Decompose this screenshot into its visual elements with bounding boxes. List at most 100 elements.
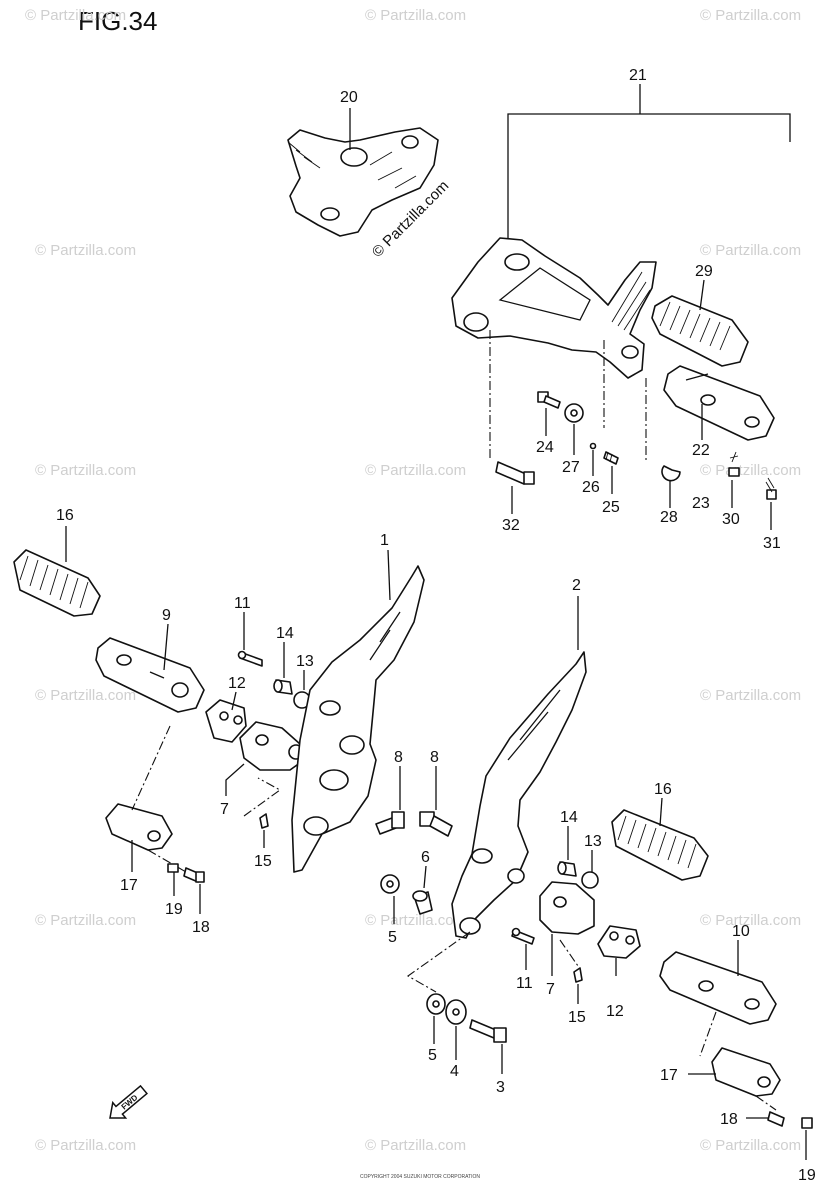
callout-9: 9 (162, 607, 171, 624)
part-4-washer (445, 999, 467, 1025)
callout-5: 5 (388, 929, 397, 946)
watermark: © Partzilla.com (35, 242, 136, 259)
watermark: © Partzilla.com (365, 1137, 466, 1154)
callout-12: 12 (606, 1003, 624, 1020)
part-15-cotter (573, 967, 583, 983)
callout-5: 5 (428, 1047, 437, 1064)
fwd-arrow-icon: FWD (109, 1084, 148, 1119)
part-8-bolt-a (375, 811, 405, 835)
watermark-layer: © Partzilla.com © Partzilla.com © Partzi… (25, 7, 801, 1154)
watermark: © Partzilla.com (700, 7, 801, 24)
callout-32: 32 (502, 517, 520, 534)
callout-27: 27 (562, 459, 580, 476)
part-7-pivot (239, 721, 305, 771)
part-6-collar (412, 890, 433, 915)
callout-18: 18 (192, 919, 210, 936)
part-13-nut (581, 871, 599, 889)
leader-29 (699, 279, 705, 311)
watermark: © Partzilla.com (700, 242, 801, 259)
callout-4: 4 (450, 1063, 459, 1080)
watermark: © Partzilla.com (700, 1137, 801, 1154)
watermark: © Partzilla.com (35, 462, 136, 479)
leader-1 (387, 549, 391, 601)
part-18-bolt (183, 867, 205, 883)
part-22-footpeg (663, 365, 775, 441)
callout-18: 18 (720, 1111, 738, 1128)
callout-26: 26 (582, 479, 600, 496)
callout-12: 12 (228, 675, 246, 692)
leader-6 (423, 865, 427, 889)
part-8-bolt-b (419, 811, 453, 837)
callout-31: 31 (763, 535, 781, 552)
part-21-rear-bracket (451, 237, 657, 379)
leader-12-left (231, 691, 237, 711)
callout-17: 17 (120, 877, 138, 894)
callout-21: 21 (629, 67, 647, 84)
part-19-bolt (801, 1117, 813, 1129)
callout-8: 8 (430, 749, 439, 766)
callout-8: 8 (394, 749, 403, 766)
callout-1: 1 (380, 532, 389, 549)
part-26-pin (589, 442, 597, 450)
leader-21 (507, 113, 791, 244)
callout-29: 29 (695, 263, 713, 280)
watermark: © Partzilla.com (700, 912, 801, 929)
callout-3: 3 (496, 1079, 505, 1096)
callout-2: 2 (572, 577, 581, 594)
dash-line (147, 849, 187, 873)
part-18-bolt (767, 1111, 785, 1127)
part-17-bracket (105, 803, 173, 851)
leader-7-left (225, 763, 245, 796)
callout-11: 11 (516, 975, 533, 992)
part-15-cotter (259, 813, 269, 829)
watermark: © Partzilla.com (25, 7, 126, 24)
part-20-bracket (287, 127, 439, 237)
part-27-washer (564, 403, 584, 423)
watermark: © Partzilla.com (365, 912, 466, 929)
callout-24: 24 (536, 439, 554, 456)
part-11-pin (511, 927, 535, 945)
callout-7: 7 (546, 981, 555, 998)
callout-14: 14 (276, 625, 294, 642)
dash-line (699, 1011, 717, 1057)
watermark: © Partzilla.com (700, 687, 801, 704)
dash-line (406, 931, 471, 993)
callout-15: 15 (568, 1009, 586, 1026)
callout-30: 30 (722, 511, 740, 528)
part-28-clip (661, 465, 681, 482)
callout-13: 13 (584, 833, 602, 850)
part-7-pivot (539, 881, 595, 935)
callout-11: 11 (234, 595, 251, 612)
part-32-bolt (495, 461, 535, 485)
watermark: © Partzilla.com (365, 7, 466, 24)
dash-line (755, 1095, 777, 1111)
part-17-bracket (711, 1047, 781, 1097)
watermark: © Partzilla.com (35, 1137, 136, 1154)
part-16-footpeg-rubber (13, 549, 101, 617)
callout-14: 14 (560, 809, 578, 826)
callout-6: 6 (421, 849, 430, 866)
watermark: © Partzilla.com (35, 912, 136, 929)
leader-16-right (659, 797, 663, 827)
callout-25: 25 (602, 499, 620, 516)
callout-19: 19 (798, 1167, 816, 1184)
callout-16: 16 (654, 781, 672, 798)
part-31-bolt (765, 477, 777, 500)
watermark: © Partzilla.com (365, 462, 466, 479)
callout-23: 23 (692, 495, 710, 512)
part-19-bolt (167, 863, 179, 873)
callout-17: 17 (660, 1067, 678, 1084)
callout-22: 22 (692, 442, 710, 459)
part-16-footpeg-rubber (611, 809, 709, 881)
callout-16: 16 (56, 507, 74, 524)
callout-10: 10 (732, 923, 750, 940)
dash-line (243, 777, 282, 817)
part-12-plate (205, 699, 247, 743)
leader-9 (163, 623, 169, 671)
part-30-bolt (728, 451, 740, 477)
part-24-bolt (537, 391, 561, 409)
part-12-plate (597, 925, 641, 959)
part-2-right-bracket (451, 651, 587, 939)
callout-15: 15 (254, 853, 272, 870)
